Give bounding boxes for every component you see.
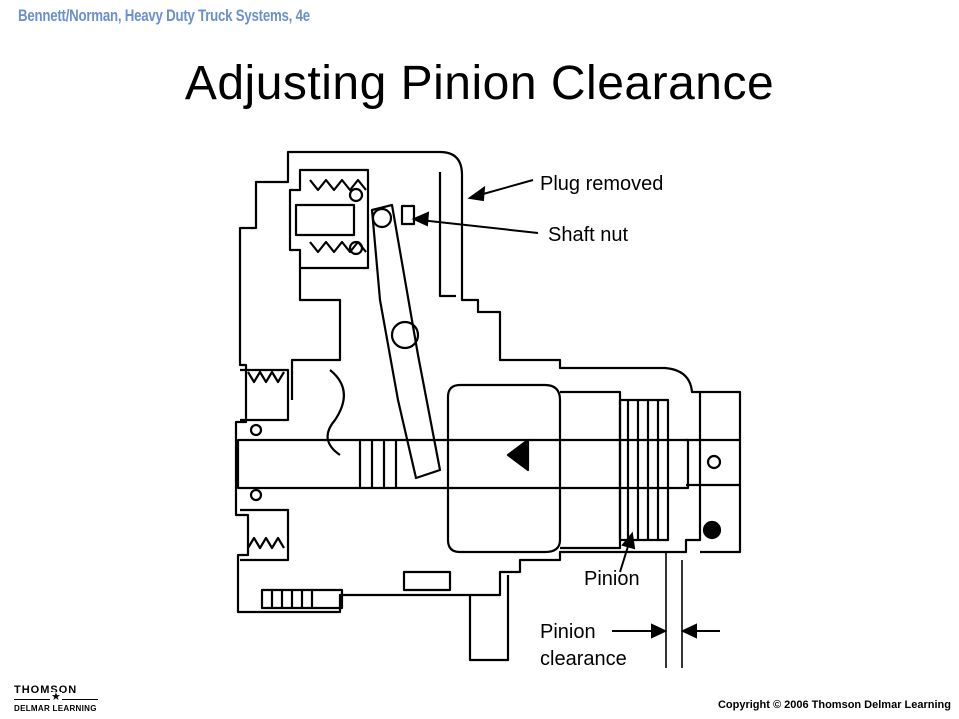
book-title: Bennett/Norman, Heavy Duty Truck Systems… (18, 6, 310, 25)
publisher-logo-star-icon: ★ (50, 691, 62, 703)
plunger (294, 203, 356, 237)
pinion-gear (618, 398, 670, 542)
pinion-stop (700, 390, 742, 554)
label-shaft-nut: Shaft nut (548, 224, 629, 246)
label-pinion-clearance-1: Pinion (540, 621, 596, 643)
slide-title: Adjusting Pinion Clearance (184, 57, 775, 110)
shaft-nut-leader (419, 219, 539, 234)
field-gear-upper (240, 368, 290, 422)
spring-lower (309, 240, 367, 254)
drive-clutch (446, 383, 562, 554)
publisher-logo-bottom: DELMAR LEARNING (14, 704, 97, 713)
field-gear-lower (240, 508, 290, 562)
armature-shaft (236, 438, 690, 490)
label-plug-removed: Plug removed (540, 173, 663, 195)
plunger-housing (288, 168, 370, 270)
label-pinion: Pinion (584, 568, 640, 590)
lever-pivot (390, 320, 420, 350)
shaft-nut-box (400, 204, 416, 226)
direction-arrow (506, 438, 530, 472)
copyright-notice: Copyright © 2006 Thomson Delmar Learning (717, 699, 951, 711)
spring-upper (309, 178, 367, 192)
label-pinion-clearance-2: clearance (540, 648, 627, 670)
shift-lever (370, 203, 442, 480)
plug-removed-leader (475, 179, 534, 197)
outer-housing (234, 150, 702, 614)
inner-wall (438, 172, 456, 298)
publisher-logo-top: THOMSON (14, 684, 78, 696)
bottom-bracket (468, 575, 510, 662)
